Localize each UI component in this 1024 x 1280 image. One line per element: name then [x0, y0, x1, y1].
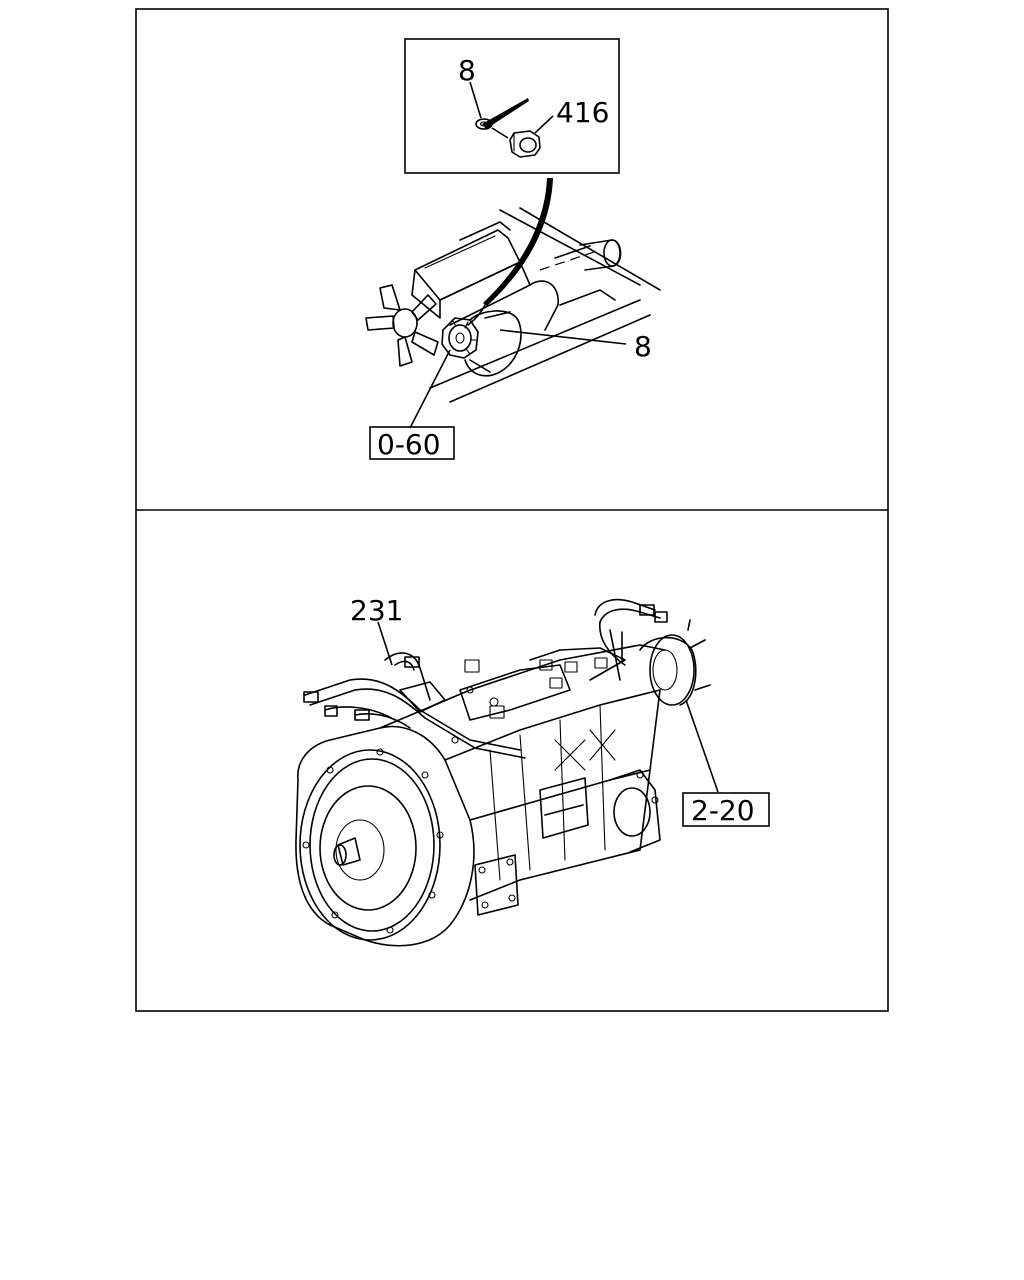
diagram-frame [135, 8, 889, 1012]
pulley-shape [441, 317, 479, 359]
callout-harness: 231 [350, 594, 403, 627]
wiring-harness [303, 598, 668, 759]
callout-engine-part: 8 [634, 330, 652, 363]
callout-washer: 8 [458, 54, 476, 87]
reference-label-bottom: 2-20 [691, 794, 755, 827]
reference-box-bottom: 2-20 [682, 792, 770, 827]
washer-shape [475, 118, 493, 130]
detail-inset: 8 416 [404, 38, 620, 174]
fan-shape [365, 284, 439, 367]
reference-label-top: 0-60 [377, 428, 441, 461]
top-panel: 8 416 [365, 38, 661, 461]
bottom-panel: 231 2-20 [295, 594, 770, 947]
callout-nut: 416 [556, 96, 609, 129]
transmission-illustration [295, 619, 711, 947]
detail-pointer-shape [483, 178, 553, 306]
wire-end-shape [482, 98, 529, 129]
engine-illustration [365, 207, 661, 403]
nut-shape [509, 130, 541, 158]
reference-box-top: 0-60 [369, 426, 455, 461]
